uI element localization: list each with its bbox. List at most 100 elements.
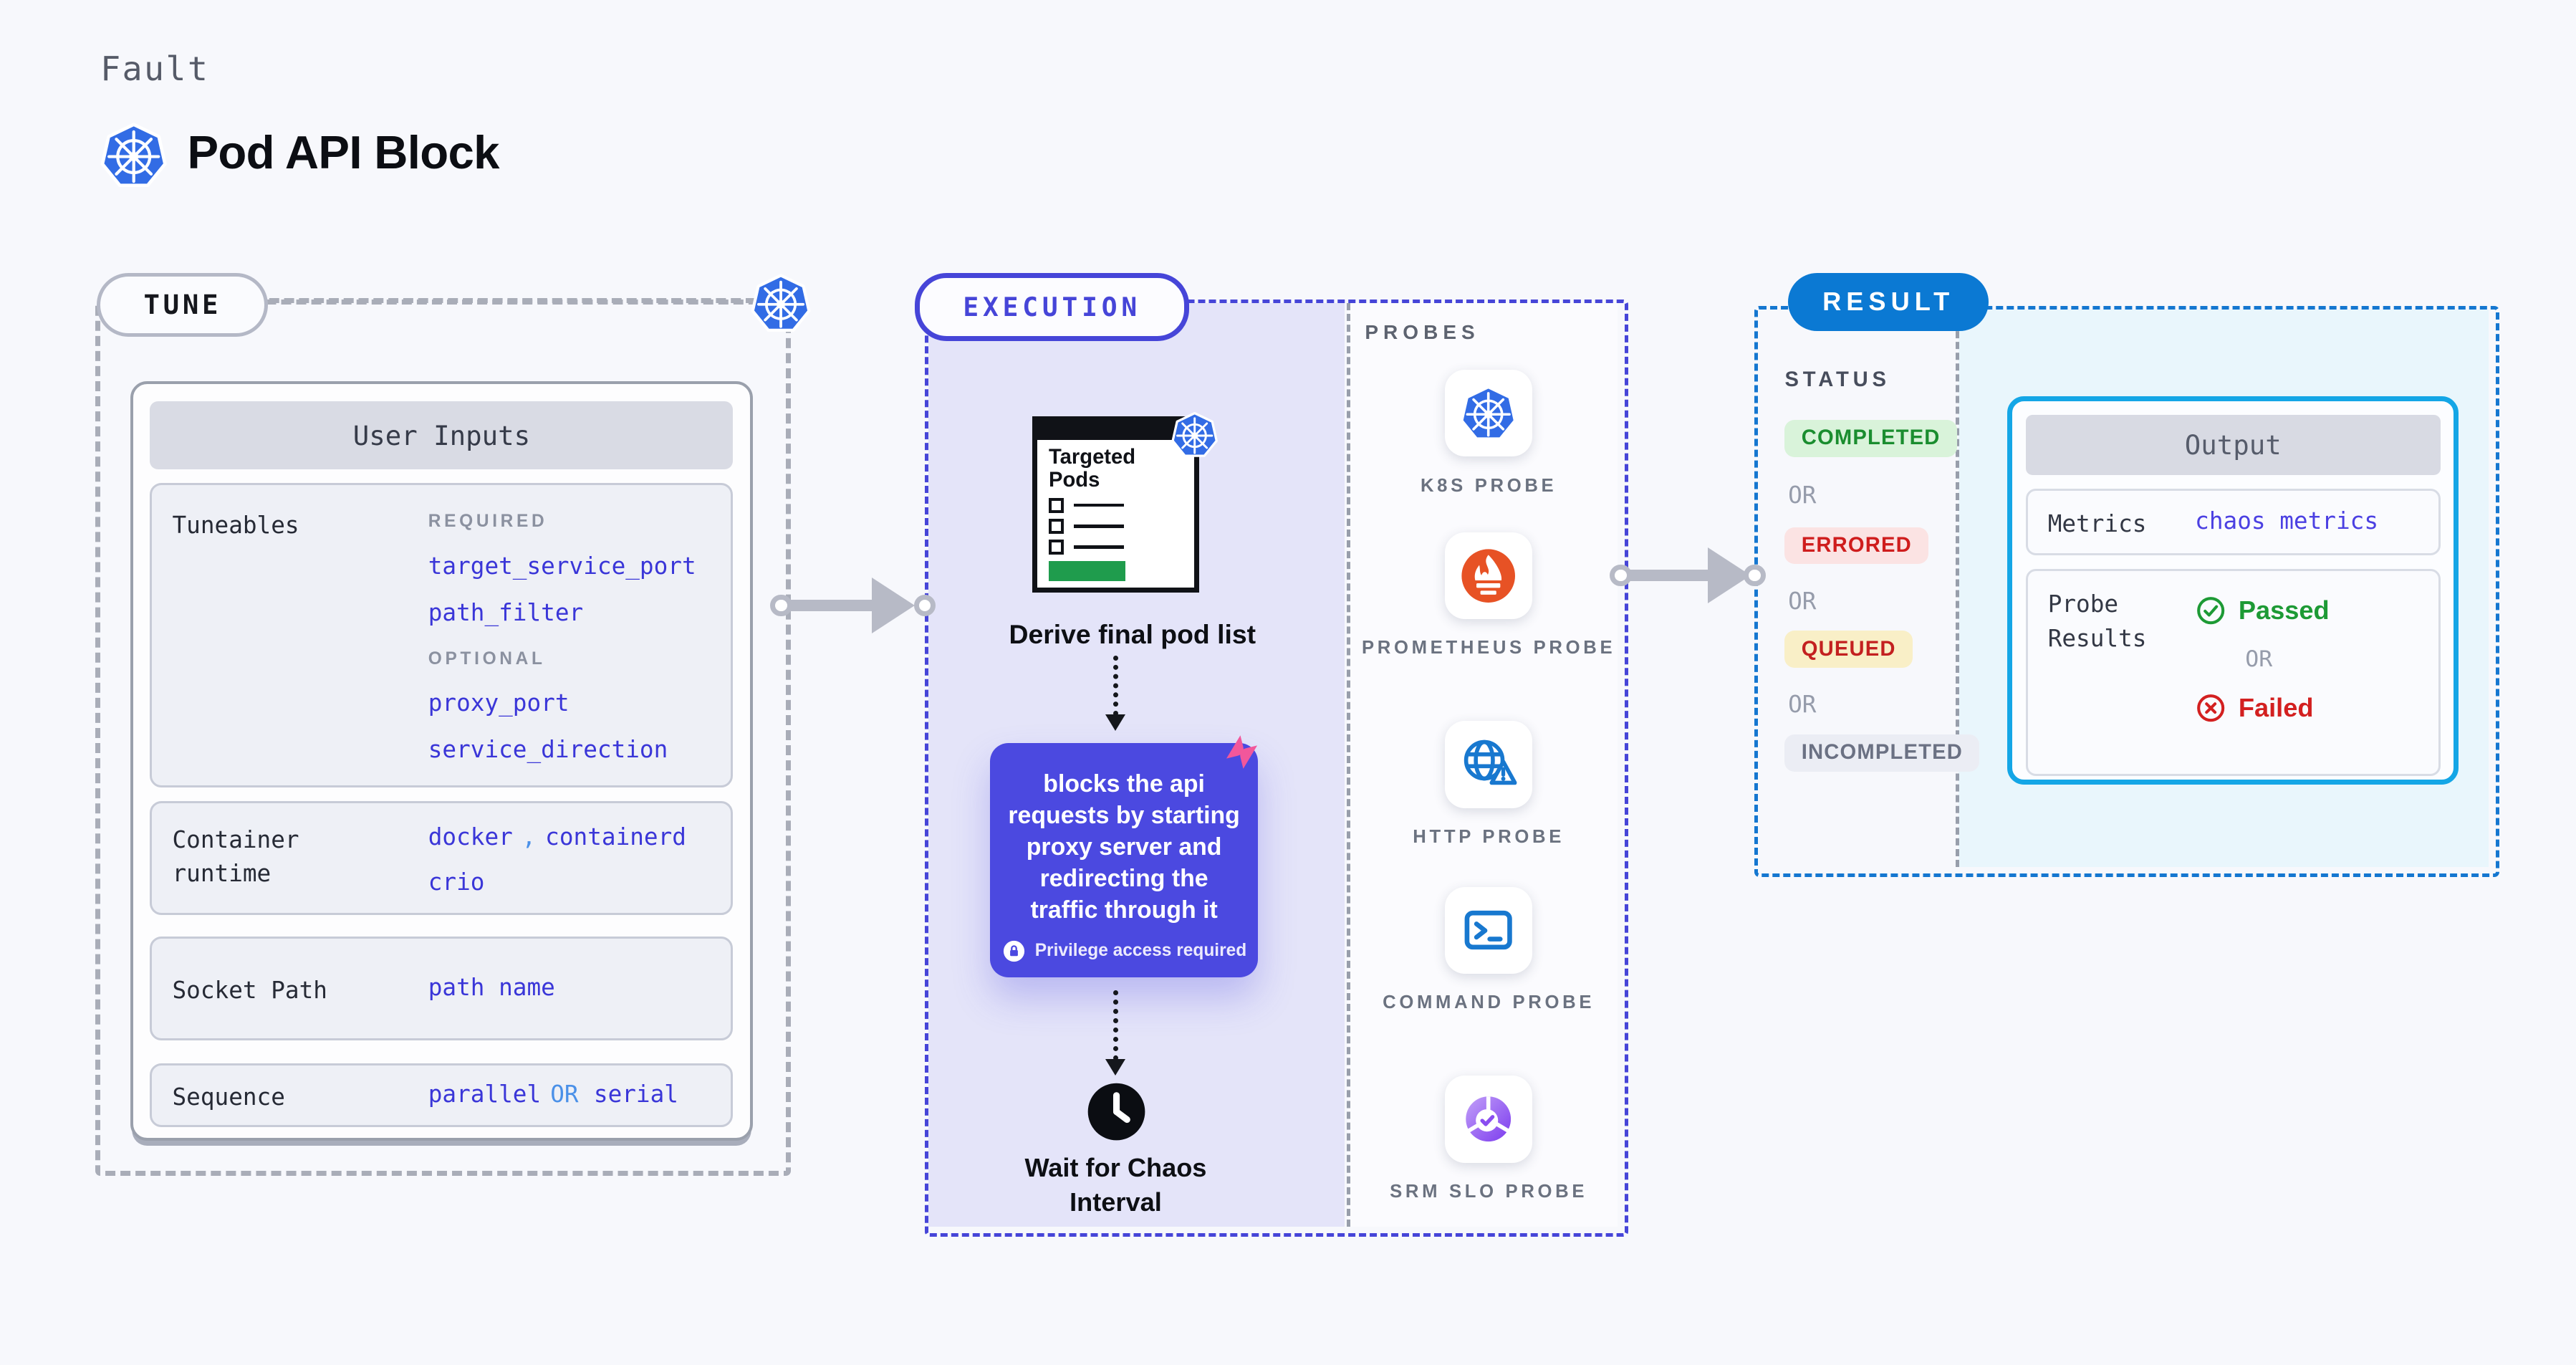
execution-section-pill: EXECUTION [915,272,1190,342]
user-inputs-title: User Inputs [150,401,734,470]
fault-action-text: blocks the api requests by starting prox… [1008,770,1240,924]
check-circle-icon [2195,595,2226,626]
optional-heading: OPTIONAL [428,648,546,669]
sequence-or: OR [550,1081,579,1108]
checkbox-icon [1049,518,1064,534]
metrics-value: chaos metrics [2195,507,2379,535]
probe-label-k8s: K8S PROBE [1420,475,1557,496]
probe-card-k8s [1445,370,1532,457]
targeted-pods-title: Targeted Pods [1049,446,1136,492]
arrow-line [786,600,873,612]
probe-label-http: HTTP PROBE [1413,827,1565,848]
srm-slo-icon [1460,1091,1517,1147]
probe-passed-label: Passed [2238,595,2330,625]
pod-list-item [1049,497,1183,513]
tuneable-service-direction: service_direction [428,736,668,764]
probe-label-srm-slo: SRM SLO PROBE [1390,1182,1588,1202]
probe-card-http [1445,721,1532,808]
container-runtime-label: Container runtime [172,825,299,888]
kubernetes-corner-icon [751,273,811,333]
status-or-label: OR [1788,482,1817,509]
status-badge-incompleted: INCOMPLETED [1784,734,1980,772]
probe-card-command [1445,886,1532,974]
output-card: Output Metrics chaos metrics Probe Resul… [2007,396,2459,785]
status-heading: STATUS [1784,368,1890,391]
sequence-parallel: parallel [428,1081,542,1108]
sequence-serial: serial [593,1081,678,1108]
lock-icon [1001,939,1027,964]
green-progress-bar [1049,561,1126,582]
output-title: Output [2025,415,2441,476]
arrow-start-dot [770,595,792,617]
kubernetes-icon [1460,385,1517,441]
prometheus-icon [1460,547,1517,604]
probes-heading: PROBES [1365,321,1480,344]
tuneable-path-filter: path_filter [428,598,584,626]
tuneables-row: Tuneables REQUIRED target_service_port p… [150,483,734,788]
status-badge-completed: COMPLETED [1784,420,1957,457]
probes-divider [1346,302,1351,1227]
pod-list-item [1049,518,1183,534]
arrow-head [1708,547,1751,603]
list-line [1074,524,1125,528]
status-badge-errored: ERRORED [1784,527,1929,565]
list-line [1074,503,1125,507]
probe-card-srm-slo [1445,1076,1532,1163]
status-or-label: OR [1788,587,1817,615]
checkbox-icon [1049,497,1064,513]
wait-chaos-interval-caption: Wait for Chaos Interval [1024,1153,1207,1217]
socket-path-label: Socket Path [172,976,327,1004]
page-title: Pod API Block [187,126,500,179]
socket-path-value: path name [428,973,555,1001]
runtime-comma: , [522,823,537,851]
fault-action-card: blocks the api requests by starting prox… [990,742,1258,977]
x-circle-icon [2195,692,2226,724]
tuneable-proxy-port: proxy_port [428,689,569,717]
socket-path-row: Socket Path path name [150,936,734,1040]
runtime-docker: docker [428,823,513,851]
user-inputs-table: User Inputs Tuneables REQUIRED target_se… [130,381,753,1141]
required-heading: REQUIRED [428,512,548,532]
clock-icon [1084,1079,1149,1144]
result-section-pill: RESULT [1788,272,1989,332]
tune-section-pill: TUNE [97,272,269,337]
status-badge-queued: QUEUED [1784,631,1913,668]
probe-passed: Passed [2195,595,2330,626]
fault-eyebrow: Fault [100,50,210,90]
flow-dotted-line [1112,656,1118,717]
flow-arrowhead [1105,714,1126,731]
arrow-head [871,577,915,633]
probe-failed-label: Failed [2238,693,2314,723]
runtime-crio: crio [428,868,485,896]
execution-section-box [925,299,1628,1237]
metrics-label: Metrics [2047,510,2147,538]
arrow-end-dot [1744,565,1766,587]
result-section-box [1754,306,2500,878]
tuneables-values: REQUIRED target_service_port path_filter… [428,485,738,790]
http-globe-warning-icon [1460,736,1517,792]
checkbox-icon [1049,539,1064,555]
probe-or-label: OR [2245,646,2273,672]
chaos-pinwheel-icon [1219,729,1264,775]
privilege-note-label: Privilege access required [1034,941,1247,961]
kubernetes-logo-icon [100,122,167,188]
status-output-divider [1955,309,1959,867]
terminal-icon [1460,902,1517,959]
status-or-label: OR [1788,691,1817,719]
privilege-note: Privilege access required [990,939,1258,964]
flow-arrowhead [1105,1059,1126,1076]
probe-failed: Failed [2195,692,2329,724]
kubernetes-badge-icon [1171,411,1218,458]
arrow-line [1625,570,1710,582]
metrics-row: Metrics chaos metrics [2025,488,2441,556]
tuneable-target-service-port: target_service_port [428,552,696,580]
probe-results-row: Probe Results Passed OR Failed [2025,568,2441,777]
probe-results-values: Passed OR Failed [2195,595,2330,724]
tuneables-label: Tuneables [172,511,299,539]
tune-section-box [95,299,792,1177]
derive-pod-list-caption: Derive final pod list [1009,618,1256,649]
probe-label-prometheus: PROMETHEUS PROBE [1361,638,1616,658]
sequence-row: Sequence parallel OR serial [150,1063,734,1128]
probe-card-prometheus [1445,532,1532,619]
list-line [1074,545,1125,549]
